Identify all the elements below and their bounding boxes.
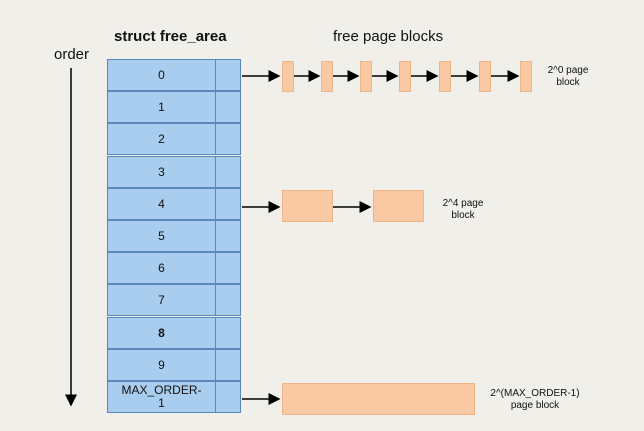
order4-page-block bbox=[373, 190, 424, 222]
free-list-pointer-7 bbox=[216, 284, 241, 316]
order0-page-block bbox=[360, 61, 372, 92]
free-list-pointer-8 bbox=[216, 317, 241, 349]
free-area-row-0: 0 bbox=[107, 59, 216, 91]
free-list-pointer-0 bbox=[216, 59, 241, 91]
free-list-pointer-10 bbox=[216, 381, 241, 413]
order0-page-block bbox=[479, 61, 491, 92]
free-area-row-9: 9 bbox=[107, 349, 216, 381]
free-area-row-7: 7 bbox=[107, 284, 216, 316]
order-axis-label: order bbox=[54, 46, 90, 63]
struct-free-area-title: struct free_area bbox=[114, 28, 227, 45]
free-list-pointer-1 bbox=[216, 91, 241, 123]
free-area-row-3: 3 bbox=[107, 156, 216, 188]
order0-page-block bbox=[282, 61, 294, 92]
free-area-row-2: 2 bbox=[107, 123, 216, 155]
order4-block-label: 2^4 page block bbox=[442, 198, 484, 221]
free-area-row-1: 1 bbox=[107, 91, 216, 123]
order4-page-block bbox=[282, 190, 333, 222]
order0-page-block bbox=[399, 61, 411, 92]
free-list-pointer-5 bbox=[216, 220, 241, 252]
free-area-row-5: 5 bbox=[107, 220, 216, 252]
order0-page-block bbox=[321, 61, 333, 92]
free-list-pointer-6 bbox=[216, 252, 241, 284]
free-list-pointer-9 bbox=[216, 349, 241, 381]
free-list-pointer-2 bbox=[216, 123, 241, 155]
order0-page-block bbox=[439, 61, 451, 92]
free-area-row-4: 4 bbox=[107, 188, 216, 220]
free-page-blocks-title: free page blocks bbox=[333, 28, 444, 45]
free-area-row-10: MAX_ORDER- 1 bbox=[107, 381, 216, 413]
max-order-page-block bbox=[282, 383, 475, 415]
free-list-pointer-3 bbox=[216, 156, 241, 188]
free-list-pointer-4 bbox=[216, 188, 241, 220]
free-area-row-6: 6 bbox=[107, 252, 216, 284]
max-order-block-label: 2^(MAX_ORDER-1) page block bbox=[490, 388, 580, 411]
order0-page-block bbox=[520, 61, 532, 92]
free-area-row-8: 8 bbox=[107, 317, 216, 349]
order0-block-label: 2^0 page block bbox=[547, 65, 589, 88]
